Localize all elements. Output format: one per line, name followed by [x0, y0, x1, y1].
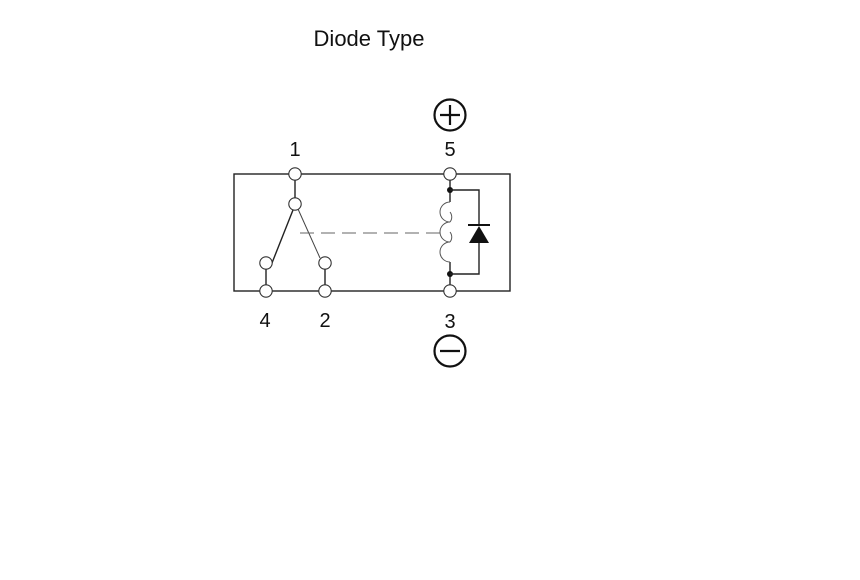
terminal-5 [443, 167, 457, 181]
plus-circle-icon [433, 98, 467, 132]
nc-contact [318, 256, 332, 270]
no-contact [259, 256, 273, 270]
common-contact [288, 197, 302, 211]
terminal-3 [443, 284, 457, 298]
terminal-2 [318, 284, 332, 298]
diode-triangle [469, 226, 489, 243]
pin-label-1: 1 [289, 139, 300, 161]
pin-label-4: 4 [259, 310, 270, 332]
minus-circle-icon [433, 334, 467, 368]
relay-body [233, 173, 511, 292]
terminal-1 [288, 167, 302, 181]
coil [439, 180, 453, 285]
terminal-4 [259, 284, 273, 298]
switch-contacts [259, 180, 332, 285]
pin-label-2: 2 [319, 310, 330, 332]
diode [450, 189, 490, 275]
diagram-title: Diode Type [314, 26, 425, 51]
pin-label-3: 3 [444, 311, 455, 333]
pin-label-5: 5 [444, 139, 455, 161]
